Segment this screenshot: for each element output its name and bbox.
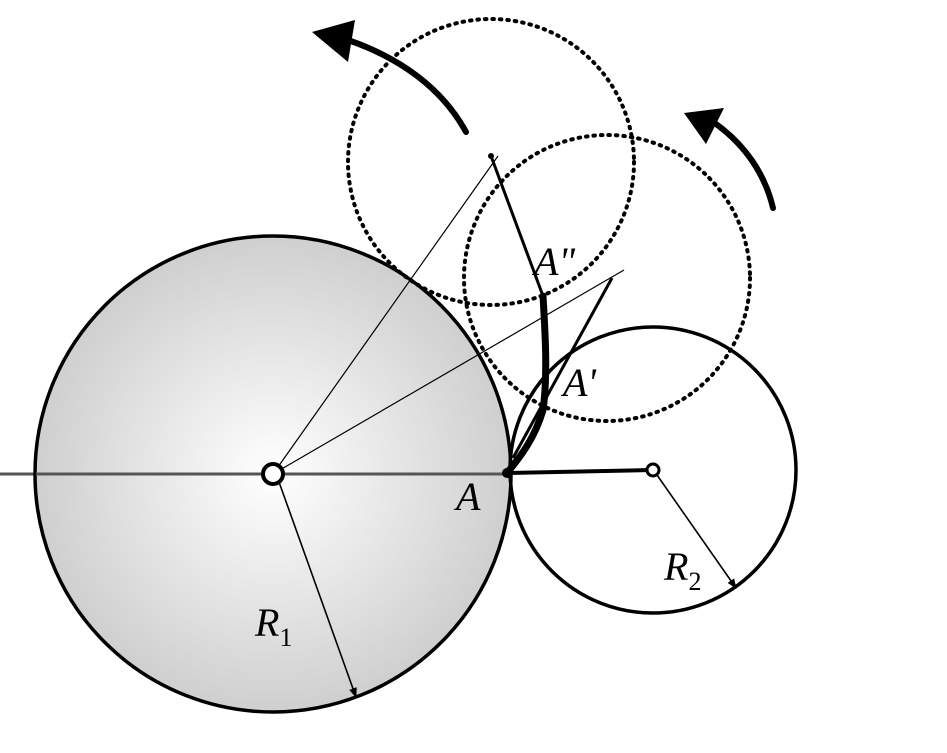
rotation-arrow-large	[345, 37, 469, 135]
label-point-a: A	[453, 474, 481, 519]
rotation-arrow-small	[713, 121, 776, 211]
label-r2-base: R	[663, 544, 688, 589]
center-o2-prime-marker	[488, 153, 494, 159]
center-o1-marker	[261, 462, 285, 486]
label-point-a-prime: A'	[560, 360, 597, 405]
rolling-circle-position-1	[462, 133, 752, 423]
rotation-arrow-large-head	[312, 20, 355, 62]
radial-line-to-a1	[272, 269, 625, 475]
radius-to-a2	[489, 155, 545, 297]
label-r2: R2	[663, 544, 701, 596]
radius-to-a1	[511, 277, 614, 459]
label-r1: R1	[254, 600, 292, 652]
label-point-a-double-prime: A"	[531, 239, 575, 284]
radius-a-to-center	[506, 468, 654, 475]
label-r1-sub: 1	[279, 623, 292, 652]
center-o2-marker	[645, 462, 661, 478]
r1-arrow	[278, 481, 357, 698]
rolling-circle-position-2	[346, 17, 636, 307]
label-r2-sub: 2	[688, 567, 701, 596]
label-r1-base: R	[254, 600, 279, 645]
point-a-marker	[502, 468, 512, 478]
r2-arrow	[656, 474, 737, 589]
rotation-arrow-small-head	[684, 108, 724, 144]
radial-line-to-a2	[272, 155, 499, 475]
epicycloid-trace	[503, 292, 550, 477]
